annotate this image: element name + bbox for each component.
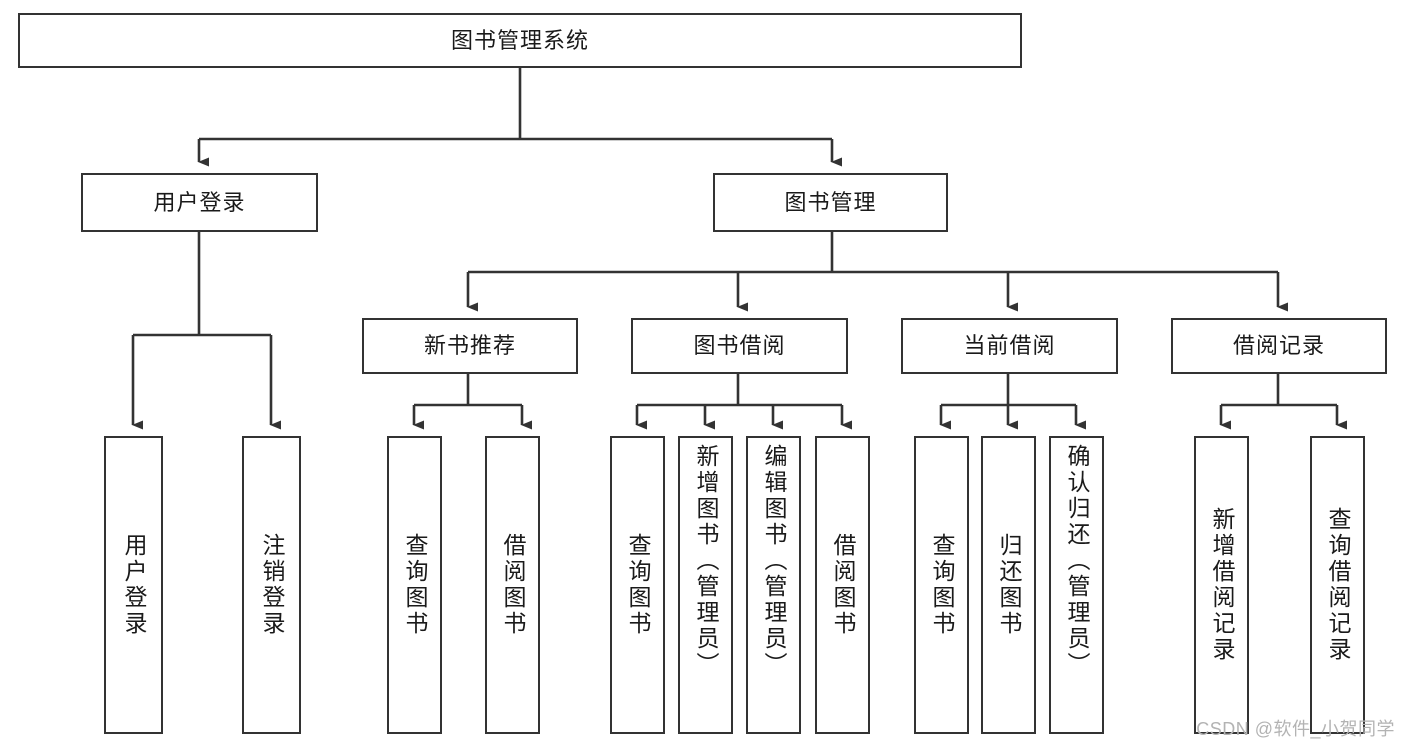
leaf-return-book[interactable]: 归还图书 [981,436,1036,734]
leaf-edit-book-label: 编辑图书（管理员） [761,444,787,678]
leaf-borrow-book-1[interactable]: 借阅图书 [485,436,540,734]
node-new-book-rec[interactable]: 新书推荐 [362,318,578,374]
leaf-query-record[interactable]: 查询借阅记录 [1310,436,1365,734]
node-user-login-label: 用户登录 [153,189,246,215]
node-book-borrow-label: 图书借阅 [693,333,786,359]
leaf-logout-login[interactable]: 注销登录 [242,436,301,734]
node-current-borrow-label: 当前借阅 [963,333,1056,359]
leaf-query-book-2-label: 查询图书 [625,533,651,637]
leaf-borrow-book-1-label: 借阅图书 [500,533,526,637]
watermark-text: CSDN @软件_小贺同学 [1196,719,1395,739]
node-new-book-rec-label: 新书推荐 [423,333,516,359]
leaf-query-book-3-label: 查询图书 [929,533,955,637]
leaf-confirm-return[interactable]: 确认归还（管理员） [1049,436,1104,734]
leaf-add-record[interactable]: 新增借阅记录 [1194,436,1249,734]
leaf-query-record-label: 查询借阅记录 [1325,507,1351,663]
leaf-return-book-label: 归还图书 [996,533,1022,637]
leaf-add-book[interactable]: 新增图书（管理员） [678,436,733,734]
node-user-login[interactable]: 用户登录 [81,173,318,232]
node-root-label: 图书管理系统 [450,27,589,53]
leaf-query-book-1[interactable]: 查询图书 [387,436,442,734]
node-borrow-record[interactable]: 借阅记录 [1171,318,1387,374]
leaf-query-book-2[interactable]: 查询图书 [610,436,665,734]
node-book-manage-label: 图书管理 [784,189,877,215]
node-root[interactable]: 图书管理系统 [18,13,1022,68]
leaf-add-book-label: 新增图书（管理员） [693,444,719,678]
leaf-query-book-1-label: 查询图书 [402,533,428,637]
leaf-borrow-book-2-label: 借阅图书 [830,533,856,637]
leaf-confirm-return-label: 确认归还（管理员） [1064,444,1090,678]
node-book-borrow[interactable]: 图书借阅 [631,318,848,374]
leaf-query-book-3[interactable]: 查询图书 [914,436,969,734]
leaf-logout-login-label: 注销登录 [259,533,285,637]
leaf-add-record-label: 新增借阅记录 [1209,507,1235,663]
leaf-borrow-book-2[interactable]: 借阅图书 [815,436,870,734]
leaf-edit-book[interactable]: 编辑图书（管理员） [746,436,801,734]
node-current-borrow[interactable]: 当前借阅 [901,318,1118,374]
leaf-user-login-label: 用户登录 [121,533,147,637]
node-borrow-record-label: 借阅记录 [1232,333,1325,359]
leaf-user-login[interactable]: 用户登录 [104,436,163,734]
node-book-manage[interactable]: 图书管理 [713,173,948,232]
